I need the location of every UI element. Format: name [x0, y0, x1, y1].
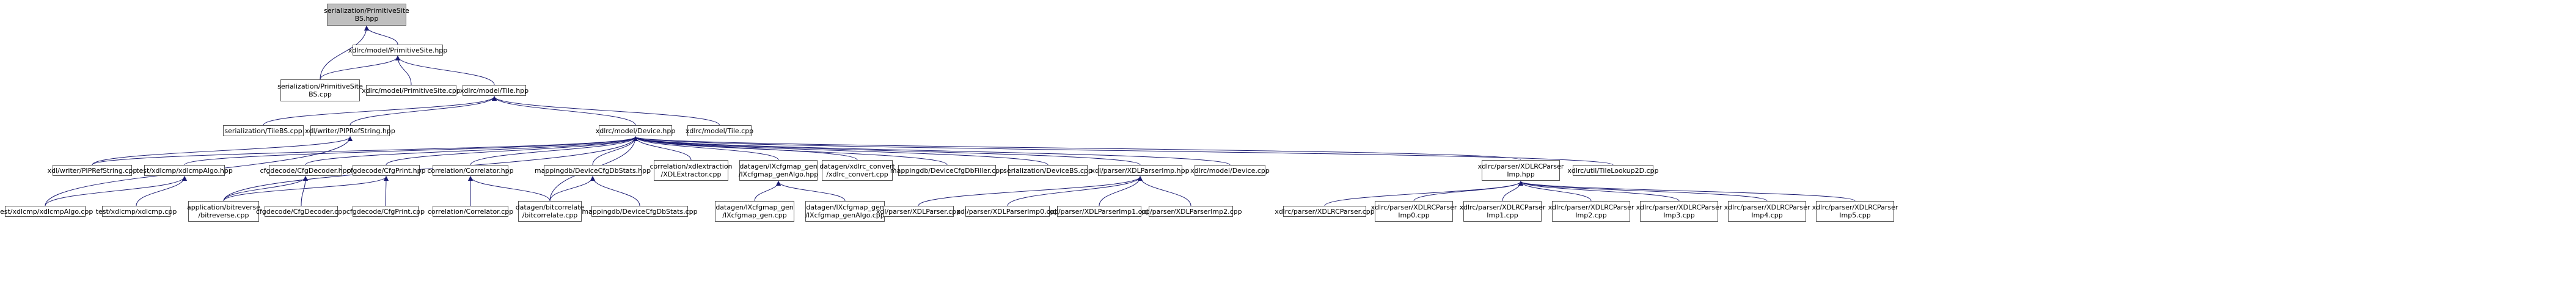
node-xdlrc-model-device-hpp[interactable]: xdlrc/model/Device.hpp — [596, 125, 675, 136]
node-correlation-correlator-hpp[interactable]: correlation/Correlator.hpp — [427, 165, 514, 176]
edge-xdlrc-model-device-cpp-to-xdlrc-model-device-hpp — [633, 136, 1231, 166]
node-xdlrc-parser-xdlrcparserimp5-cpp[interactable]: xdlrc/parser/XDLRCParser Imp5.cpp — [1812, 201, 1898, 222]
node-xdl-writer-piprefstring-cpp[interactable]: xdl/writer/PIPRefString.cpp — [48, 165, 137, 176]
edge-serialization-primitivesite-bs-cpp-to-xdlrc-model-primitivesite-hpp — [320, 56, 400, 80]
node-datagen-lxcfgmap-gen-lxcfgmap-gen-cpp[interactable]: datagen/lXcfgmap_gen /lXcfgmap_gen.cpp — [715, 201, 794, 222]
edge-application-bitreverse-bitreverse-cpp-to-cfgdecode-cfgdecoder-hpp — [223, 176, 308, 202]
edge-application-bitreverse-bitreverse-cpp-to-cfgdecode-cfgprint-hpp — [223, 176, 389, 202]
node-xdl-parser-xdlparserimp-hpp[interactable]: xdl/parser/XDLParserImp.hpp — [1091, 165, 1190, 176]
node-test-xdlcmp-xdlcmpalgo-cpp[interactable]: test/xdlcmp/xdlcmpAlgo.cpp — [0, 206, 93, 217]
edge-xdl-parser-xdlparserimp1-cpp-to-xdl-parser-xdlparserimp-hpp — [1099, 176, 1143, 206]
edge-mappingdb-devicecfgdbfiller-cpp-to-xdlrc-model-device-hpp — [633, 136, 948, 166]
edge-datagen-lxcfgmap-gen-lxcfgmap-genalgo-hpp-to-xdlrc-model-device-hpp — [633, 136, 779, 161]
edge-xdlrc-model-primitivesite-cpp-to-xdlrc-model-primitivesite-hpp — [395, 56, 412, 86]
node-xdl-writer-piprefstring-hpp[interactable]: xdl/writer/PIPRefString.hpp — [305, 125, 395, 136]
node-test-xdlcmp-xdlcmpalgo-hpp[interactable]: test/xdlcmp/xdlcmpAlgo.hpp — [136, 165, 233, 176]
node-xdlrc-parser-xdlrcparserimp-hpp[interactable]: xdlrc/parser/XDLRCParser Imp.hpp — [1478, 160, 1564, 181]
node-cfgdecode-cfgprint-hpp[interactable]: cfgdecode/CfgPrint.hpp — [346, 165, 426, 176]
edge-xdlrc-parser-xdlrcparserimp1-cpp-to-xdlrc-parser-xdlrcparserimp-hpp — [1502, 181, 1523, 202]
edge-datagen-bitcorrelate-bitcorrelate-cpp-to-correlation-correlator-hpp — [468, 176, 551, 202]
edge-cfgdecode-cfgdecoder-hpp-to-xdlrc-model-device-hpp — [305, 136, 638, 166]
edge-test-xdlcmp-xdlcmpalgo-hpp-to-xdlrc-model-device-hpp — [184, 136, 638, 166]
edge-xdl-parser-xdlparserimp0-cpp-to-xdl-parser-xdlparserimp-hpp — [1007, 176, 1143, 206]
edge-xdlrc-parser-xdlrcparserimp2-cpp-to-xdlrc-parser-xdlrcparserimp-hpp — [1518, 181, 1592, 202]
edge-xdlrc-model-tile-cpp-to-xdlrc-model-tile-hpp — [492, 96, 720, 126]
node-serialization-tilebs-cpp[interactable]: serialization/TileBS.cpp — [223, 125, 304, 136]
node-serialization-devicebs-cpp[interactable]: serialization/DeviceBS.cpp — [1003, 165, 1092, 176]
edge-test-xdlcmp-xdlcmpalgo-cpp-to-test-xdlcmp-xdlcmpalgo-hpp — [45, 176, 187, 206]
node-xdl-parser-xdlparser-cpp[interactable]: xdl/parser/XDLParser.cpp — [876, 206, 961, 217]
edge-datagen-lxcfgmap-gen-lxcfgmap-gen-cpp-to-datagen-lxcfgmap-gen-lxcfgmap-genalgo-hpp — [754, 181, 781, 202]
node-xdl-parser-xdlparserimp2-cpp[interactable]: xdl/parser/XDLParserImp2.cpp — [1140, 206, 1242, 217]
node-xdl-parser-xdlparserimp0-cpp[interactable]: xdl/parser/XDLParserImp0.cpp — [956, 206, 1059, 217]
node-datagen-bitcorrelate-bitcorrelate-cpp[interactable]: datagen/bitcorrelate /bitcorrelate.cpp — [516, 201, 584, 222]
node-correlation-correlator-cpp[interactable]: correlation/Correlator.cpp — [428, 206, 513, 217]
node-datagen-lxcfgmap-gen-lxcfgmap-genalgo-cpp[interactable]: datagen/lXcfgmap_gen /lXcfgmap_genAlgo.c… — [805, 201, 885, 222]
edge-xdlrc-parser-xdlrcparserimp4-cpp-to-xdlrc-parser-xdlrcparserimp-hpp — [1518, 181, 1768, 202]
node-cfgdecode-cfgprint-cpp[interactable]: cfgdecode/CfgPrint.cpp — [346, 206, 425, 217]
node-xdlrc-model-tile-hpp[interactable]: xdlrc/model/Tile.hpp — [460, 85, 529, 96]
node-xdlrc-parser-xdlrcparser-cpp[interactable]: xdlrc/parser/XDLRCParser.cpp — [1275, 206, 1375, 217]
edge-datagen-lxcfgmap-gen-lxcfgmap-genalgo-cpp-to-datagen-lxcfgmap-gen-lxcfgmap-genalgo-hpp — [776, 181, 846, 202]
node-mappingdb-devicecfgdbfiller-cpp[interactable]: mappingdb/DeviceCfgDbFiller.cpp — [890, 165, 1004, 176]
edge-xdlrc-util-tilelookup2d-cpp-to-xdlrc-model-device-hpp — [633, 136, 1614, 166]
edge-xdlrc-parser-xdlrcparserimp3-cpp-to-xdlrc-parser-xdlrcparserimp-hpp — [1518, 181, 1680, 202]
edge-xdl-parser-xdlparserimp2-cpp-to-xdl-parser-xdlparserimp-hpp — [1138, 176, 1191, 206]
edge-xdlrc-model-device-hpp-to-xdlrc-model-tile-hpp — [492, 96, 636, 126]
edge-serialization-tilebs-cpp-to-xdlrc-model-tile-hpp — [263, 96, 497, 126]
node-xdlrc-parser-xdlrcparserimp4-cpp[interactable]: xdlrc/parser/XDLRCParser Imp4.cpp — [1724, 201, 1810, 222]
node-xdlrc-model-device-cpp[interactable]: xdlrc/model/Device.cpp — [1190, 165, 1270, 176]
edge-mappingdb-devicecfgdbstats-cpp-to-mappingdb-devicecfgdbstats-hpp — [590, 176, 640, 206]
node-serialization-primitivesite-bs-hpp: serialization/PrimitiveSite BS.hpp — [324, 4, 409, 26]
edge-xdlrc-parser-xdlrcparserimp0-cpp-to-xdlrc-parser-xdlrcparserimp-hpp — [1413, 181, 1523, 202]
edge-xdl-parser-xdlparser-cpp-to-xdl-parser-xdlparserimp-hpp — [918, 176, 1143, 206]
edge-xdl-parser-xdlparserimp-hpp-to-xdlrc-model-device-hpp — [633, 136, 1141, 166]
node-xdlrc-parser-xdlrcparserimp3-cpp[interactable]: xdlrc/parser/XDLRCParser Imp3.cpp — [1636, 201, 1722, 222]
node-cfgdecode-cfgdecoder-cpp[interactable]: cfgdecode/CfgDecoder.cpp — [256, 206, 346, 217]
node-mappingdb-devicecfgdbstats-hpp[interactable]: mappingdb/DeviceCfgDbStats.hpp — [535, 165, 651, 176]
edge-xdlrc-parser-xdlrcparserimp5-cpp-to-xdlrc-parser-xdlrcparserimp-hpp — [1518, 181, 1856, 202]
node-serialization-primitivesite-bs-cpp[interactable]: serialization/PrimitiveSite BS.cpp — [277, 79, 363, 101]
edge-test-xdlcmp-xdlcmp-cpp-to-test-xdlcmp-xdlcmpalgo-hpp — [136, 176, 187, 206]
node-correlation-xdlextraction-xdlextractor-cpp[interactable]: correlation/xdlextraction /XDLExtractor.… — [649, 160, 733, 181]
node-xdl-parser-xdlparserimp1-cpp[interactable]: xdl/parser/XDLParserImp1.cpp — [1048, 206, 1151, 217]
node-xdlrc-model-primitivesite-cpp[interactable]: xdlrc/model/PrimitiveSite.cpp — [362, 85, 461, 96]
node-datagen-xdlrc-convert-xdlrc-convert-cpp[interactable]: datagen/xdlrc_convert /xdlrc_convert.cpp — [819, 160, 895, 181]
node-application-bitreverse-bitreverse-cpp[interactable]: application/bitreverse /bitreverse.cpp — [187, 201, 260, 222]
node-xdlrc-util-tilelookup2d-cpp[interactable]: xdlrc/util/TileLookup2D.cpp — [1567, 165, 1659, 176]
edge-application-bitreverse-bitreverse-cpp-to-xdlrc-model-device-hpp — [223, 136, 638, 202]
node-xdlrc-model-primitivesite-hpp[interactable]: xdlrc/model/PrimitiveSite.hpp — [348, 45, 447, 56]
edge-correlation-correlator-hpp-to-xdlrc-model-device-hpp — [470, 136, 638, 166]
node-mappingdb-devicecfgdbstats-cpp[interactable]: mappingdb/DeviceCfgDbStats.cpp — [582, 206, 698, 217]
edge-xdlrc-model-primitivesite-hpp-to-serialization-primitivesite-bs-hpp — [364, 26, 398, 45]
node-datagen-lxcfgmap-gen-lxcfgmap-genalgo-hpp[interactable]: datagen/lXcfgmap_gen /lXcfgmap_genAlgo.h… — [739, 160, 818, 181]
node-cfgdecode-cfgdecoder-hpp[interactable]: cfgdecode/CfgDecoder.hpp — [260, 165, 351, 176]
edge-serialization-devicebs-cpp-to-xdlrc-model-device-hpp — [633, 136, 1048, 166]
node-test-xdlcmp-xdlcmp-cpp[interactable]: test/xdlcmp/xdlcmp.cpp — [96, 206, 177, 217]
edge-xdl-writer-piprefstring-cpp-to-xdl-writer-piprefstring-hpp — [92, 136, 353, 166]
node-xdlrc-parser-xdlrcparserimp1-cpp[interactable]: xdlrc/parser/XDLRCParser Imp1.cpp — [1460, 201, 1545, 222]
node-xdlrc-parser-xdlrcparserimp0-cpp[interactable]: xdlrc/parser/XDLRCParser Imp0.cpp — [1371, 201, 1457, 222]
edge-datagen-bitcorrelate-bitcorrelate-cpp-to-mappingdb-devicecfgdbstats-hpp — [549, 176, 595, 202]
edge-serialization-primitivesite-bs-cpp-to-serialization-primitivesite-bs-hpp — [320, 26, 369, 80]
edge-xdlrc-model-tile-hpp-to-xdlrc-model-primitivesite-hpp — [395, 56, 495, 86]
edge-xdl-writer-piprefstring-cpp-to-xdlrc-model-device-hpp — [92, 136, 638, 166]
edge-cfgdecode-cfgdecoder-cpp-to-cfgdecode-cfgdecoder-hpp — [301, 176, 308, 206]
edge-cfgdecode-cfgprint-hpp-to-xdlrc-model-device-hpp — [386, 136, 638, 166]
edge-xdlrc-parser-xdlrcparserimp-hpp-to-xdlrc-model-device-hpp — [633, 136, 1521, 161]
node-xdlrc-model-tile-cpp[interactable]: xdlrc/model/Tile.cpp — [686, 125, 753, 136]
edge-xdl-writer-piprefstring-hpp-to-xdlrc-model-tile-hpp — [349, 96, 497, 126]
node-xdlrc-parser-xdlrcparserimp2-cpp[interactable]: xdlrc/parser/XDLRCParser Imp2.cpp — [1548, 201, 1634, 222]
